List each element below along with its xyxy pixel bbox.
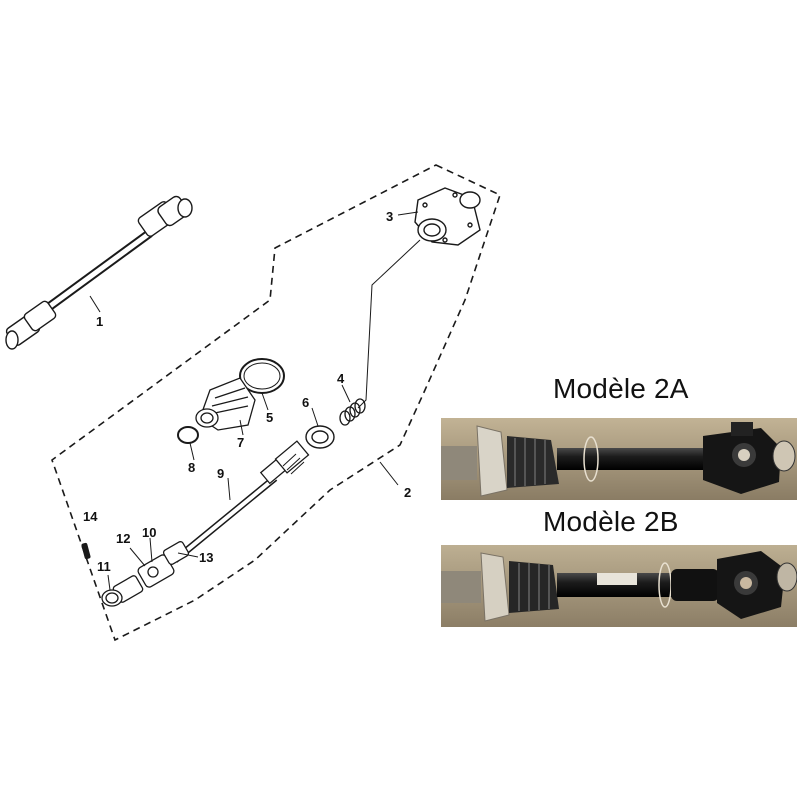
assembly-2-dashed-outline (51, 164, 501, 642)
part-14-roll-pin (81, 542, 91, 560)
callout-4: 4 (337, 371, 345, 386)
model-2a-photo (441, 418, 797, 500)
callout-14: 14 (83, 509, 98, 524)
callout-3: 3 (386, 209, 393, 224)
part-4-spring (339, 398, 366, 426)
callout-13: 13 (199, 550, 213, 565)
part-7-boot (195, 377, 256, 431)
callout-8: 8 (188, 460, 195, 475)
model-2b-photo (441, 545, 797, 627)
leader-lines (89, 211, 421, 591)
callout-5: 5 (266, 410, 273, 425)
callout-12: 12 (116, 531, 130, 546)
part-8-ring (177, 426, 199, 444)
part-10-13-universal-joint (101, 541, 190, 607)
callout-10: 10 (142, 525, 156, 540)
callout-1: 1 (96, 314, 103, 329)
callout-2: 2 (404, 485, 411, 500)
part-1-propeller-shaft (5, 195, 193, 350)
callout-11: 11 (97, 559, 111, 574)
part-3-flange-housing (414, 187, 481, 246)
callout-7: 7 (237, 435, 244, 450)
part-6-clamp-ring (305, 425, 335, 449)
callout-9: 9 (217, 466, 224, 481)
part-9-splined-shaft (172, 440, 310, 563)
model-2a-title: Modèle 2A (553, 373, 689, 404)
model-2b-title: Modèle 2B (543, 506, 679, 537)
callout-6: 6 (302, 395, 309, 410)
